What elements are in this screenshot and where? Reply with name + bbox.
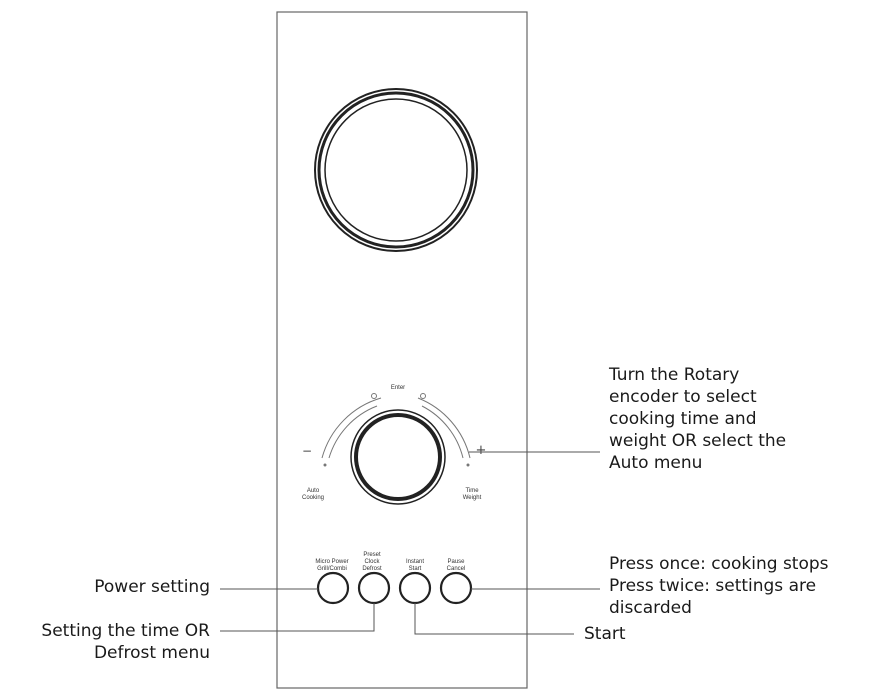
instant-start-label-1: Instant xyxy=(406,559,424,565)
plus-sign: + xyxy=(476,443,487,458)
start-leader-line xyxy=(414,603,574,635)
instant-start-label-2: Start xyxy=(409,566,422,572)
time-defrost-callout: Setting the time OR Defrost menu xyxy=(8,620,210,664)
micro-power-label-1: Micro Power xyxy=(315,559,348,565)
start-callout-line: Start xyxy=(584,624,626,644)
rotary-callout-line: Auto menu xyxy=(609,453,703,473)
micro-power-label-2: Grill/Combi xyxy=(317,566,347,572)
rotary-callout-line: cooking time and xyxy=(609,409,757,429)
auto-cooking-label-2: Cooking xyxy=(302,495,324,501)
instant-start-button[interactable] xyxy=(398,571,432,605)
pause-callout-line: Press once: cooking stops xyxy=(609,554,829,574)
rotary-arc-indicator xyxy=(321,397,471,459)
time-defrost-leader-line xyxy=(220,603,375,632)
power-callout-line: Power setting xyxy=(94,577,210,597)
pause-cancel-button[interactable] xyxy=(439,571,473,605)
micro-power-button[interactable] xyxy=(316,571,350,605)
top-dial-ring xyxy=(314,88,478,252)
time-defrost-callout-line: Setting the time OR xyxy=(41,621,210,641)
start-callout: Start xyxy=(584,623,626,645)
pause-callout: Press once: cooking stops Press twice: s… xyxy=(609,553,829,619)
rotary-encoder-knob[interactable] xyxy=(350,409,446,505)
preset-clock-label-1: Preset xyxy=(363,552,381,558)
pause-cancel-label-2: Cancel xyxy=(447,566,466,572)
pause-cancel-label-1: Pause xyxy=(447,559,465,565)
time-weight-label-1: Time xyxy=(465,488,479,494)
indicator-dot-low-right xyxy=(466,463,470,467)
preset-clock-label-2: Clock xyxy=(364,559,380,565)
pause-callout-line: Press twice: settings are xyxy=(609,576,817,596)
rotary-callout-line: weight OR select the xyxy=(609,431,787,451)
preset-clock-label-3: Defrost xyxy=(362,566,382,572)
time-weight-label-2: Weight xyxy=(463,495,482,501)
indicator-dot-left xyxy=(371,393,377,399)
control-panel-outline xyxy=(276,11,528,689)
time-defrost-callout-line: Defrost menu xyxy=(93,643,210,663)
rotary-callout-line: Turn the Rotary xyxy=(609,365,740,385)
rotary-callout-line: encoder to select xyxy=(609,387,757,407)
power-callout: Power setting xyxy=(70,576,210,598)
auto-cooking-label-1: Auto xyxy=(307,488,320,494)
enter-label: Enter xyxy=(391,385,405,391)
minus-sign: − xyxy=(302,444,312,458)
pause-callout-line: discarded xyxy=(609,598,692,618)
preset-clock-defrost-button[interactable] xyxy=(357,571,391,605)
indicator-dot-right xyxy=(420,393,426,399)
indicator-dot-low-left xyxy=(323,463,327,467)
rotary-callout: Turn the Rotary encoder to select cookin… xyxy=(609,364,786,474)
